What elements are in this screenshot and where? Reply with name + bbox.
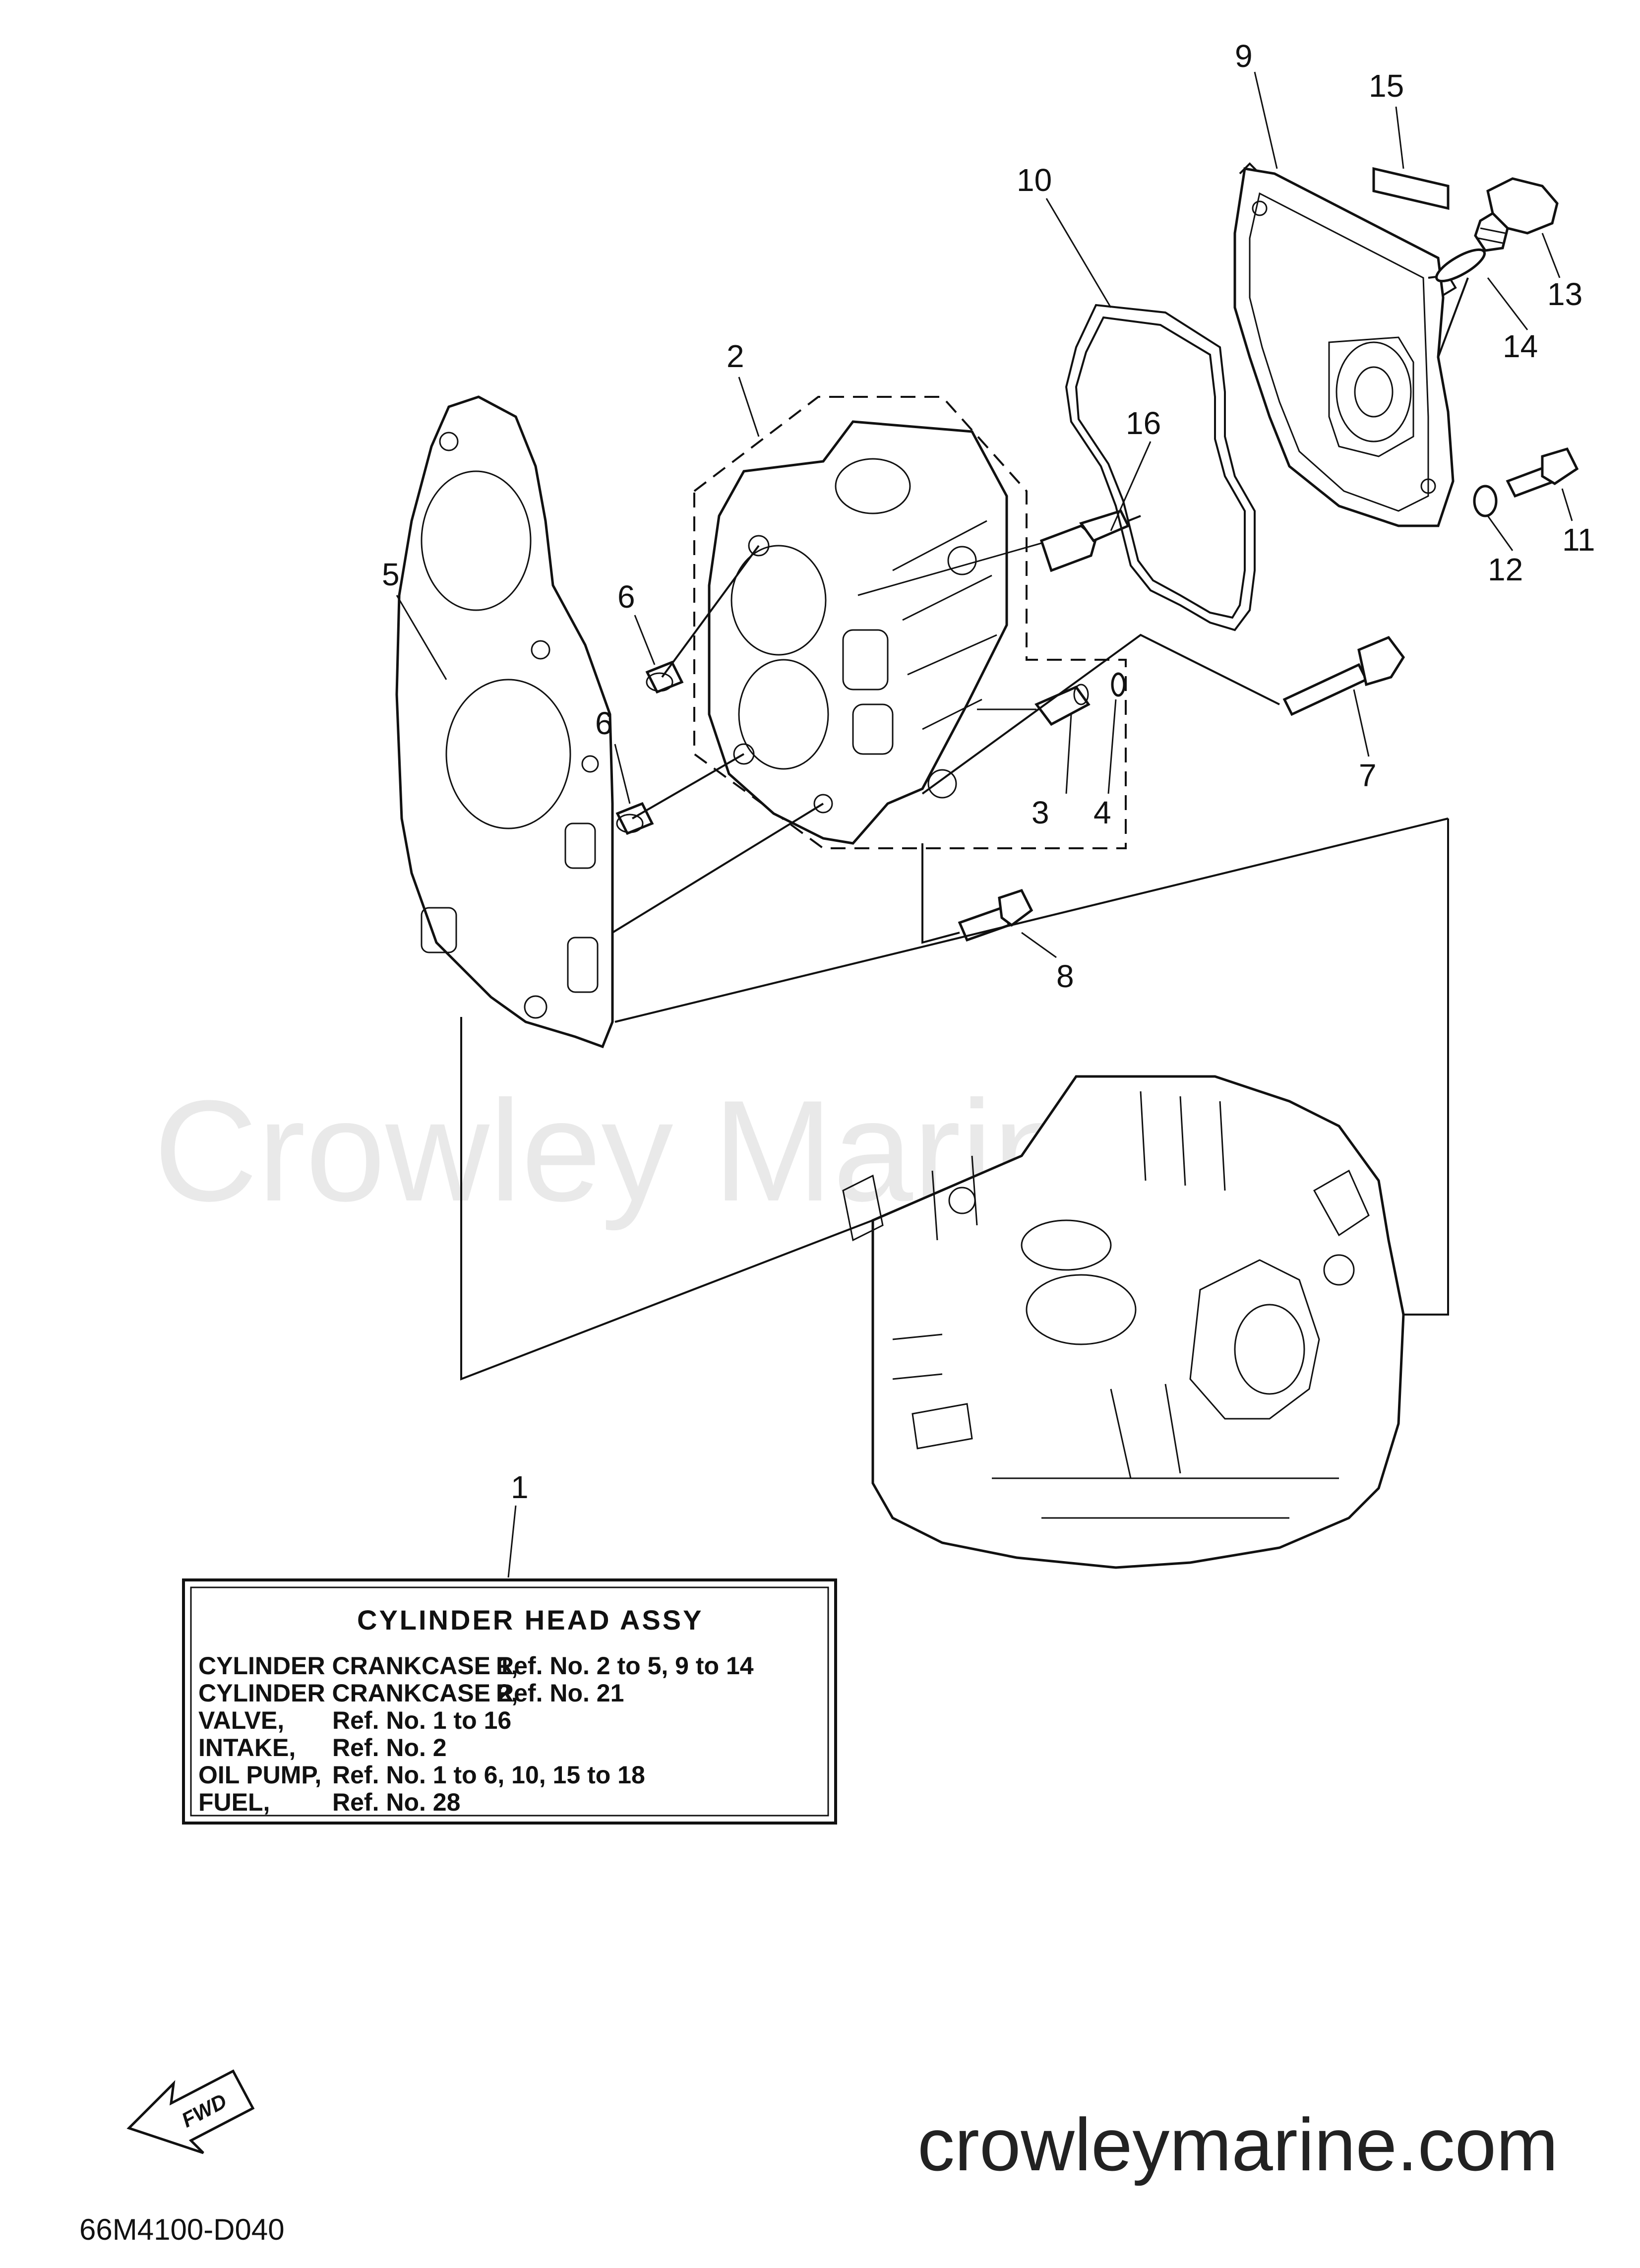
assy-line-2-ref: Ref. No. 21 [496,1679,624,1707]
callout-numbers: 2 9 10 15 16 13 14 11 12 5 6 6 3 4 7 8 1 [382,38,1595,1505]
bolt-part-8[interactable] [958,888,1033,942]
assy-title: CYLINDER HEAD ASSY [357,1604,703,1636]
assy-reference-box: CYLINDER HEAD ASSY CYLINDER CRANKCASE 1,… [182,1578,837,1825]
connection-lines [460,277,1469,1381]
fwd-arrow-icon: FWD [126,2069,255,2154]
assy-line-1-name: CYLINDER CRANKCASE 1, [198,1652,518,1680]
callout-15: 15 [1369,68,1404,104]
callout-6-lower: 6 [595,705,613,741]
crankcase-block [842,1075,1405,1569]
callout-10: 10 [1017,162,1052,198]
callout-8: 8 [1056,958,1074,994]
label-part-15[interactable] [1372,167,1450,210]
callout-7: 7 [1359,757,1377,793]
assy-line-3-ref: Ref. No. 1 to 16 [332,1706,511,1734]
cylinder-head-part-2[interactable] [693,396,1127,849]
callout-4: 4 [1093,795,1111,830]
diagram-code: 66M4100-D040 [79,2213,285,2246]
assy-line-5-ref: Ref. No. 1 to 6, 10, 15 to 18 [332,1761,645,1789]
assy-line-4-ref: Ref. No. 2 [332,1734,447,1762]
assy-line-2-name: CYLINDER CRANKCASE 2, [198,1679,518,1707]
callout-13: 13 [1547,276,1582,312]
callout-2: 2 [727,338,744,374]
head-cover-gasket-part-10[interactable] [1065,304,1256,631]
head-gasket-part-5[interactable] [395,395,614,1049]
callout-5: 5 [382,557,400,592]
callout-11: 11 [1562,522,1595,558]
dowel-pin-part-6-upper[interactable] [645,660,684,694]
callout-6-upper: 6 [617,579,635,615]
callout-14: 14 [1503,328,1538,364]
assy-line-1-ref: Ref. No. 2 to 5, 9 to 14 [496,1652,754,1680]
assy-line-5-name: OIL PUMP, [198,1761,321,1789]
callout-leaders [396,71,1573,1578]
assy-line-6-ref: Ref. No. 28 [332,1788,460,1816]
pin-part-3[interactable] [1034,684,1091,726]
cylinder-head-cover-part-9[interactable] [1233,162,1457,527]
callout-16: 16 [1126,405,1161,441]
oil-filler-cap-part-13[interactable] [1474,177,1559,252]
callout-9: 9 [1235,38,1253,74]
assy-line-4-name: INTAKE, [198,1734,296,1762]
bolt-part-7[interactable] [1282,635,1405,716]
bolt-part-11[interactable] [1506,447,1579,498]
assy-line-3-name: VALVE, [198,1706,284,1734]
o-ring-part-14[interactable] [1432,244,1488,287]
callout-12: 12 [1488,552,1523,587]
website-footer: crowleymarine.com [917,2103,1558,2186]
dowel-pin-part-6-lower[interactable] [615,802,654,835]
callout-3: 3 [1032,795,1049,830]
washer-part-12[interactable] [1473,485,1498,517]
callout-1: 1 [511,1469,529,1505]
assy-line-6-name: FUEL, [198,1788,270,1816]
clip-part-4[interactable] [1111,672,1126,697]
